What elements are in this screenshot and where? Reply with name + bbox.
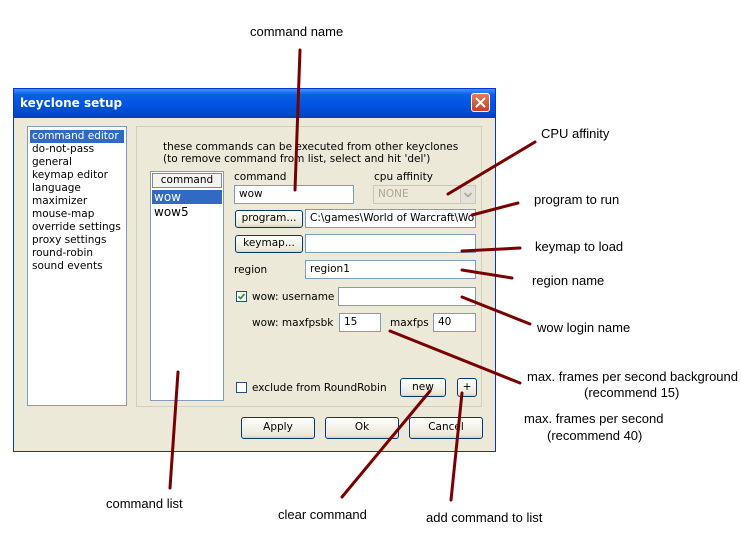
username-input[interactable] — [338, 287, 476, 306]
annotation-maxfps-bg-line2: (recommend 15) — [584, 385, 680, 400]
cpu-affinity-select[interactable]: NONE — [373, 185, 476, 204]
annotation-maxfps-line2: (recommend 40) — [547, 428, 643, 443]
cancel-button[interactable]: Cancel — [409, 417, 483, 439]
maxfps-label: maxfps — [390, 317, 429, 329]
nav-item-keymap-editor[interactable]: keymap editor — [32, 169, 108, 181]
command-label: command — [234, 171, 287, 183]
close-button[interactable] — [471, 93, 490, 112]
username-checkbox-label: wow: username — [252, 291, 335, 303]
command-item-wow5[interactable]: wow5 — [154, 205, 189, 219]
apply-button[interactable]: Apply — [241, 417, 315, 439]
region-label: region — [234, 264, 268, 276]
maxfpsbk-label: wow: maxfpsbk — [252, 317, 334, 329]
annotation-wow-login-name: wow login name — [537, 320, 631, 335]
line-command-name — [293, 48, 302, 192]
line-clear-command — [340, 389, 432, 499]
settings-category-list[interactable]: command editor do-not-pass general keyma… — [27, 126, 127, 406]
title-bar[interactable]: keyclone setup — [14, 89, 495, 118]
nav-item-sound-events[interactable]: sound events — [32, 260, 103, 272]
annotation-program-to-run: program to run — [534, 192, 620, 207]
annotation-maxfps-line1: max. frames per second — [524, 411, 664, 426]
nav-item-general[interactable]: general — [32, 156, 72, 168]
keyclone-setup-window: keyclone setup command editor do-not-pas… — [13, 88, 496, 452]
annotation-keymap-to-load: keymap to load — [535, 239, 624, 254]
new-command-button[interactable]: new — [400, 378, 446, 397]
line-wow-login-name — [460, 295, 532, 326]
nav-item-do-not-pass[interactable]: do-not-pass — [32, 143, 95, 155]
exclude-roundrobin-checkbox[interactable] — [236, 382, 247, 393]
nav-item-round-robin[interactable]: round-robin — [32, 247, 94, 259]
command-list[interactable]: command wow wow5 — [150, 171, 224, 401]
program-path-input[interactable]: C:\games\World of Warcraft\Wov — [305, 209, 476, 228]
annotation-add-command: add command to list — [426, 510, 543, 525]
ok-button[interactable]: Ok — [325, 417, 399, 439]
cpu-affinity-label: cpu affinity — [374, 171, 433, 183]
keymap-button[interactable]: keymap... — [235, 235, 303, 253]
line-cpu-affinity — [446, 140, 537, 196]
exclude-roundrobin-label: exclude from RoundRobin — [252, 382, 387, 394]
nav-item-mouse-map[interactable]: mouse-map — [32, 208, 95, 220]
command-item-wow[interactable]: wow — [152, 190, 222, 204]
nav-item-maximizer[interactable]: maximizer — [32, 195, 88, 207]
info-text-line1: these commands can be executed from othe… — [163, 141, 459, 153]
cpu-affinity-value: NONE — [378, 188, 409, 200]
command-editor-panel — [136, 126, 482, 407]
annotation-cpu-affinity: CPU affinity — [541, 126, 610, 141]
nav-item-proxy-settings[interactable]: proxy settings — [32, 234, 107, 246]
annotation-command-list: command list — [106, 496, 183, 511]
nav-item-language[interactable]: language — [32, 182, 81, 194]
window-title: keyclone setup — [20, 96, 123, 110]
maxfpsbk-input[interactable]: 15 — [339, 313, 381, 332]
region-input[interactable]: region1 — [305, 260, 476, 279]
nav-item-command-editor[interactable]: command editor — [30, 130, 124, 143]
username-checkbox[interactable] — [236, 291, 247, 302]
keymap-path-input[interactable] — [305, 234, 476, 253]
command-list-header: command — [152, 173, 222, 188]
line-program-to-run — [470, 201, 520, 217]
annotation-region-name: region name — [532, 273, 605, 288]
line-command-list — [168, 370, 180, 490]
checkmark-icon — [237, 293, 246, 300]
line-region-name — [460, 268, 514, 280]
annotation-maxfps-bg-line1: max. frames per second background — [527, 369, 738, 384]
annotation-clear-command: clear command — [278, 507, 367, 522]
chevron-down-icon — [460, 186, 475, 203]
line-add-command — [449, 391, 464, 502]
close-icon — [475, 97, 486, 108]
line-keymap-to-load — [460, 246, 522, 253]
line-maxfps — [388, 329, 522, 385]
annotation-command-name: command name — [250, 24, 344, 39]
nav-item-override-settings[interactable]: override settings — [32, 221, 121, 233]
program-button[interactable]: program... — [235, 210, 303, 228]
maxfps-input[interactable]: 40 — [433, 313, 476, 332]
